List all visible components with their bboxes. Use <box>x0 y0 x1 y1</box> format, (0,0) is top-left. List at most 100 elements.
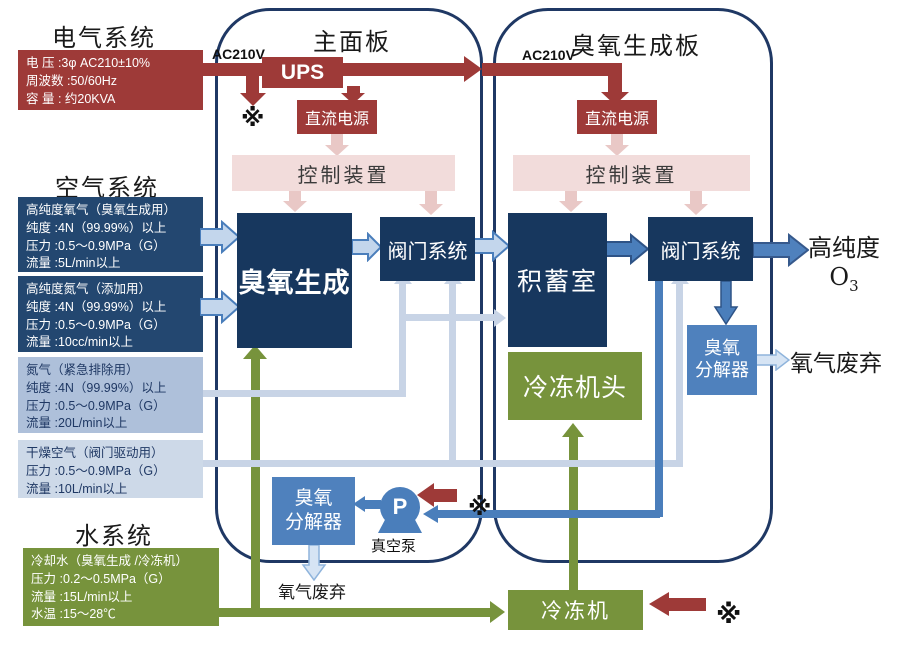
ups-arrowhead-down-icon <box>341 93 365 104</box>
spec-line: 压力 :0.5～0.9MPa（G） <box>26 463 166 478</box>
ac-branch-arrowhead-down-icon <box>240 93 266 106</box>
spec-line: 氮气（紧急排除用） <box>26 363 139 377</box>
label-line: 臭氧 <box>294 487 333 510</box>
pump-to-decomposer-shaft <box>364 500 381 509</box>
note-mark-top: ※ <box>241 104 265 132</box>
pink-arrow-shaft <box>425 191 437 204</box>
spec-line: 高纯度氧气（臭氧生成用） <box>26 203 177 217</box>
ac210v-label-right: AC210V <box>522 47 575 63</box>
valve-system-box-right: 阀门系统 <box>648 217 753 281</box>
ac-power-arrowhead-right-icon <box>464 56 482 82</box>
vacuum-line-vertical <box>655 281 663 517</box>
pink-arrowhead-down-icon <box>419 204 443 215</box>
cooling-water-line-horizontal <box>208 608 492 617</box>
ups-drop <box>347 86 360 94</box>
spec-line: 流量 :10cc/min以上 <box>26 335 133 350</box>
spec-line: 水温 :15～28℃ <box>31 607 116 622</box>
oxygen-waste-label-bottom: 氧气废弃 <box>278 583 346 603</box>
accumulator-to-valve-arrow-icon <box>605 233 649 265</box>
oxygen-waste-label-right: 氧气废弃 <box>790 351 882 377</box>
spec-line: 冷却水（臭氧生成 /冷冻机） <box>31 554 188 568</box>
pump-to-decomposer-arrowhead-icon <box>353 496 365 512</box>
vacuum-pump-icon: P <box>380 487 420 527</box>
spec-line: 容 量 : 约20KVA <box>26 91 116 106</box>
pink-arrow-shaft <box>331 134 343 145</box>
note-arrow-freezer-head-icon <box>649 592 669 616</box>
cooling-water-arrowhead-right-icon <box>490 601 505 623</box>
spec-line: 压力 :0.5～0.9MPa（G） <box>26 317 166 332</box>
o3-formula: O3 <box>829 263 859 295</box>
nitrogen-purge-line-horizontal <box>203 390 406 397</box>
pink-arrowhead-down-icon <box>283 201 307 212</box>
valve-to-decomposer-arrow-icon <box>713 281 739 325</box>
pink-arrowhead-down-icon <box>684 204 708 215</box>
pink-arrowhead-down-icon <box>605 145 629 156</box>
main-panel-title: 主面板 <box>313 28 391 56</box>
dry-air-line-vertical-main <box>449 283 456 463</box>
o3-output-arrow-icon <box>753 233 809 267</box>
pink-arrow-shaft <box>565 191 577 201</box>
decomposer-waste-arrow-right-icon <box>756 349 790 371</box>
freezer-arrowhead-up-icon <box>562 423 584 437</box>
pink-arrow-shaft <box>289 191 301 201</box>
oxygen-feed-arrow-icon <box>200 220 240 254</box>
spec-line: 纯度 :4N（99.99%）以上 <box>26 299 167 314</box>
oxygen-spec-box: 高纯度氧气（臭氧生成用） 纯度 :4N（99.99%）以上 压力 :0.5～0.… <box>18 197 203 272</box>
note-arrow-pump-head-icon <box>417 483 434 507</box>
spec-line: 流量 :15L/min以上 <box>31 589 133 604</box>
electrical-system-title: 电气系统 <box>52 24 156 52</box>
note-mark-pump: ※ <box>468 493 492 521</box>
note-mark-freezer: ※ <box>716 600 742 630</box>
ups-box: UPS <box>262 57 343 88</box>
o3-label-line1: 高纯度 <box>808 234 880 262</box>
label-line: 分解器 <box>695 360 749 381</box>
spec-line: 流量 :20L/min以上 <box>26 416 128 431</box>
spec-line: 纯度 :4N（99.99%）以上 <box>26 220 167 235</box>
spec-line: 压力 :0.2～0.5MPa（G） <box>31 571 171 586</box>
vacuum-pump-label: 真空泵 <box>371 537 417 555</box>
cooling-water-spec-box: 冷却水（臭氧生成 /冷冻机） 压力 :0.2～0.5MPa（G） 流量 :15L… <box>23 548 219 626</box>
valve-system-box-main: 阀门系统 <box>380 217 475 281</box>
note-arrow-freezer-shaft <box>669 598 706 611</box>
spec-line: 纯度 :4N（99.99%）以上 <box>26 380 167 395</box>
ozone-generation-box: 臭氧生成 <box>237 213 352 348</box>
accumulator-box: 积蓄室 <box>508 213 607 347</box>
electrical-spec-box: 电 压 :3φ AC210±10% 周波数 :50/60Hz 容 量 : 约20… <box>18 50 203 110</box>
freezer-box: 冷冻机 <box>508 590 643 630</box>
o3-output-label: 高纯度 O3 <box>808 228 880 295</box>
ac-branch-drop-main <box>246 76 259 93</box>
nitrogen-purge-spec-box: 氮气（紧急排除用） 纯度 :4N（99.99%）以上 压力 :0.5～0.9MP… <box>18 357 203 433</box>
spec-line: 压力 :0.5～0.9MPa（G） <box>26 398 166 413</box>
label-line: 分解器 <box>284 511 342 533</box>
nitrogen-purge-line-vertical <box>399 283 406 393</box>
ozone-panel-outline <box>493 8 773 563</box>
spec-line: 干燥空气（阀门驱动用） <box>26 446 164 460</box>
ac210v-label-main: AC210V <box>212 46 265 62</box>
ozone-decomposer-box-right: 臭氧 分解器 <box>687 325 757 395</box>
dc-power-box-right: 直流电源 <box>577 100 657 134</box>
dry-air-line-horizontal <box>203 460 683 467</box>
pink-arrow-shaft <box>611 134 623 145</box>
ac-power-drop-right <box>608 74 622 92</box>
cooling-water-arrowhead-up-icon <box>243 345 267 359</box>
dry-air-spec-box: 干燥空气（阀门驱动用） 压力 :0.5～0.9MPa（G） 流量 :10L/mi… <box>18 440 203 498</box>
spec-line: 流量 :10L/min以上 <box>26 481 128 496</box>
main-panel-outline <box>215 8 483 563</box>
nitrogen-feed-arrow-icon <box>200 290 240 324</box>
pink-arrowhead-down-icon <box>325 145 349 156</box>
pink-arrowhead-down-icon <box>559 201 583 212</box>
cooling-water-line-vertical <box>251 356 260 613</box>
vacuum-line-horizontal <box>438 510 660 518</box>
spec-line: 周波数 :50/60Hz <box>26 73 118 88</box>
water-system-title: 水系统 <box>75 522 153 550</box>
spec-line: 高纯度氮气（添加用） <box>26 282 152 296</box>
ozone-decomposer-box-main: 臭氧 分解器 <box>272 477 355 545</box>
note-arrow-pump-shaft <box>433 489 457 502</box>
purge-branch-arrowhead-right-icon <box>494 309 506 327</box>
valve-to-accumulator-arrow-icon <box>472 230 510 262</box>
ac-power-line-right <box>482 63 622 76</box>
decomposer-waste-arrow-down-icon <box>301 545 327 581</box>
nitrogen-add-spec-box: 高纯度氮气（添加用） 纯度 :4N（99.99%）以上 压力 :0.5～0.9M… <box>18 276 203 352</box>
ozone-panel-title: 臭氧生成板 <box>571 32 701 60</box>
